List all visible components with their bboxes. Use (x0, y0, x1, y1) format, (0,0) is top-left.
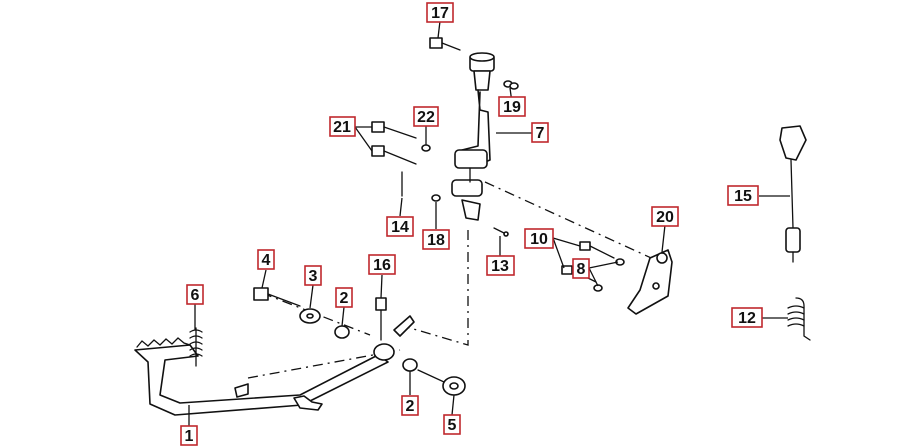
callout-7: 7 (531, 122, 549, 143)
washer-3 (299, 308, 321, 324)
callout-6: 6 (186, 284, 204, 305)
cotter-pin (493, 227, 509, 237)
hose-clip (503, 80, 519, 90)
callout-14: 14 (386, 216, 414, 237)
callout-19: 19 (498, 96, 526, 117)
switch-spring (787, 297, 811, 341)
svg-text:16: 16 (373, 257, 391, 274)
alignment-lines (247, 181, 661, 379)
master-cylinder (451, 52, 495, 221)
pivot-bolt (253, 287, 301, 307)
callout-2-upper: 2 (335, 287, 353, 308)
svg-text:22: 22 (417, 109, 435, 126)
leader-lines (188, 20, 790, 426)
svg-text:18: 18 (427, 232, 445, 249)
svg-text:14: 14 (391, 219, 409, 236)
callout-10: 10 (524, 228, 554, 249)
oring-2-lower (402, 358, 418, 372)
grease-nipple (375, 297, 387, 341)
callout-21: 21 (329, 116, 356, 137)
svg-text:15: 15 (734, 188, 752, 205)
svg-text:10: 10 (530, 231, 548, 248)
washer-22 (421, 144, 431, 152)
callout-17: 17 (426, 2, 454, 23)
svg-text:20: 20 (656, 209, 674, 226)
svg-text:21: 21 (333, 119, 351, 136)
callout-8: 8 (572, 258, 590, 279)
svg-text:8: 8 (577, 261, 586, 278)
svg-text:6: 6 (191, 287, 200, 304)
callout-4: 4 (257, 249, 275, 270)
reservoir-bolt (429, 37, 461, 51)
callout-13: 13 (486, 255, 515, 276)
svg-text:17: 17 (431, 5, 449, 22)
svg-text:12: 12 (738, 310, 756, 327)
svg-text:2: 2 (406, 398, 415, 415)
callout-15: 15 (727, 185, 759, 206)
mounting-bolts (371, 121, 417, 165)
callout-1: 1 (180, 425, 198, 446)
callout-18: 18 (422, 229, 450, 250)
callout-12: 12 (731, 307, 763, 328)
svg-text:3: 3 (309, 268, 318, 285)
callout-3: 3 (304, 265, 322, 286)
brake-pedal-arm (134, 315, 415, 416)
washer-18 (431, 194, 441, 202)
svg-text:5: 5 (448, 417, 457, 434)
callout-2-lower: 2 (401, 395, 419, 416)
callout-16: 16 (368, 254, 396, 275)
svg-text:13: 13 (491, 258, 509, 275)
return-spring (189, 327, 203, 367)
brake-light-switch (779, 125, 807, 263)
callout-22: 22 (413, 106, 439, 127)
oring-2-upper (334, 325, 350, 339)
washer-5 (417, 369, 466, 396)
svg-text:2: 2 (340, 290, 349, 307)
svg-text:19: 19 (503, 99, 521, 116)
callout-5: 5 (443, 414, 461, 435)
callout-20: 20 (651, 206, 679, 227)
svg-text:7: 7 (536, 125, 545, 142)
mounting-bracket (627, 249, 673, 315)
svg-text:4: 4 (262, 252, 271, 269)
svg-text:1: 1 (185, 428, 194, 445)
